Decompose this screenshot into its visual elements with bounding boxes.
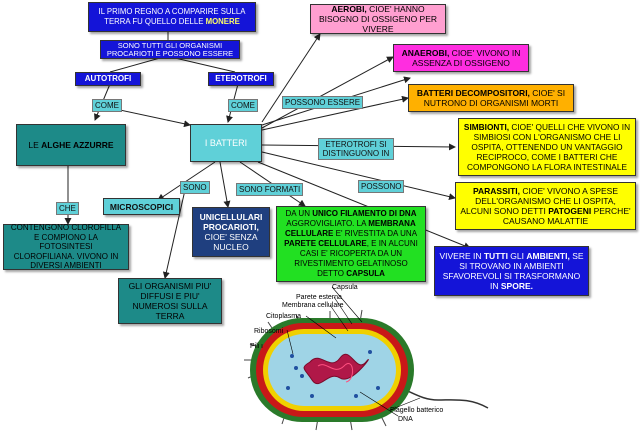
unicellulari-box: UNICELLULARI PROCARIOTI, CIOE' SENZA NUC… [192, 207, 270, 257]
link-che: CHE [56, 202, 79, 215]
label-ribosomi: Ribosomi [254, 328, 284, 335]
label-capsula: Capsula [332, 284, 358, 291]
batteri-box: I BATTERI [190, 124, 262, 162]
label-flagello: Flagello batterico [390, 407, 443, 414]
aerobi-box: AEROBI, CIOE' HANNO BISOGNO DI OSSIGENO … [310, 4, 446, 34]
link-come-1: COME [92, 99, 122, 112]
label-pili: Pili [250, 343, 260, 350]
label-parete-esterna: Parete esterna [296, 294, 342, 301]
ambienti-box: VIVERE IN TUTTI GLI AMBIENTI, SE SI TROV… [434, 246, 589, 296]
decompositori-box: BATTERI DECOMPOSITORI, CIOE' SI NUTRONO … [408, 84, 574, 112]
label-membrana-cellulare: Membrana cellulare [282, 302, 344, 309]
alghe-box: LE ALGHE AZZURRE [16, 124, 126, 166]
filamento-box: DA UN UNICO FILAMENTO DI DNA AGGROVIGLIA… [276, 206, 426, 282]
link-sono-formati: SONO FORMATI [236, 183, 304, 196]
label-citoplasma: Citoplasma [266, 313, 301, 320]
bacterium-drawing: Capsula Parete esterna Membrana cellular… [244, 284, 489, 431]
organismi-box: SONO TUTTI GLI ORGANISMI PROCARIOTI E PO… [100, 40, 240, 59]
link-possono-essere: POSSONO ESSERE [282, 96, 364, 109]
link-possono: POSSONO [358, 180, 405, 193]
diffusi-box: GLI ORGANISMI PIU' DIFFUSI E PIU' NUMERO… [118, 278, 222, 324]
link-come-2: COME [228, 99, 258, 112]
clorofilla-box: CONTENGONO CLOROFILLA E COMPIONO LA FOTO… [3, 223, 129, 270]
anaerobi-box: ANAEROBI, CIOE' VIVONO IN ASSENZA DI OSS… [393, 44, 529, 72]
label-dna: DNA [398, 416, 413, 423]
monere-text: IL PRIMO REGNO A COMPARIRE SULLA TERRA F… [98, 7, 246, 26]
link-eterotrofi-distinguono: ETEROTROFI SI DISTINGUONO IN [318, 138, 394, 160]
autotrofi-box: AUTOTROFI [75, 72, 141, 86]
link-sono: SONO [180, 181, 210, 194]
simbionti-box: SIMBIONTI, CIOE' QUELLI CHE VIVONO IN SI… [458, 118, 636, 176]
eterotrofi-box: ETEROTROFI [208, 72, 274, 86]
parassiti-box: PARASSITI, CIOE' VIVONO A SPESE DELL'ORG… [455, 182, 636, 230]
microscopici-box: MICROSCOPICI [103, 198, 180, 215]
monere-box: IL PRIMO REGNO A COMPARIRE SULLA TERRA F… [88, 2, 256, 32]
